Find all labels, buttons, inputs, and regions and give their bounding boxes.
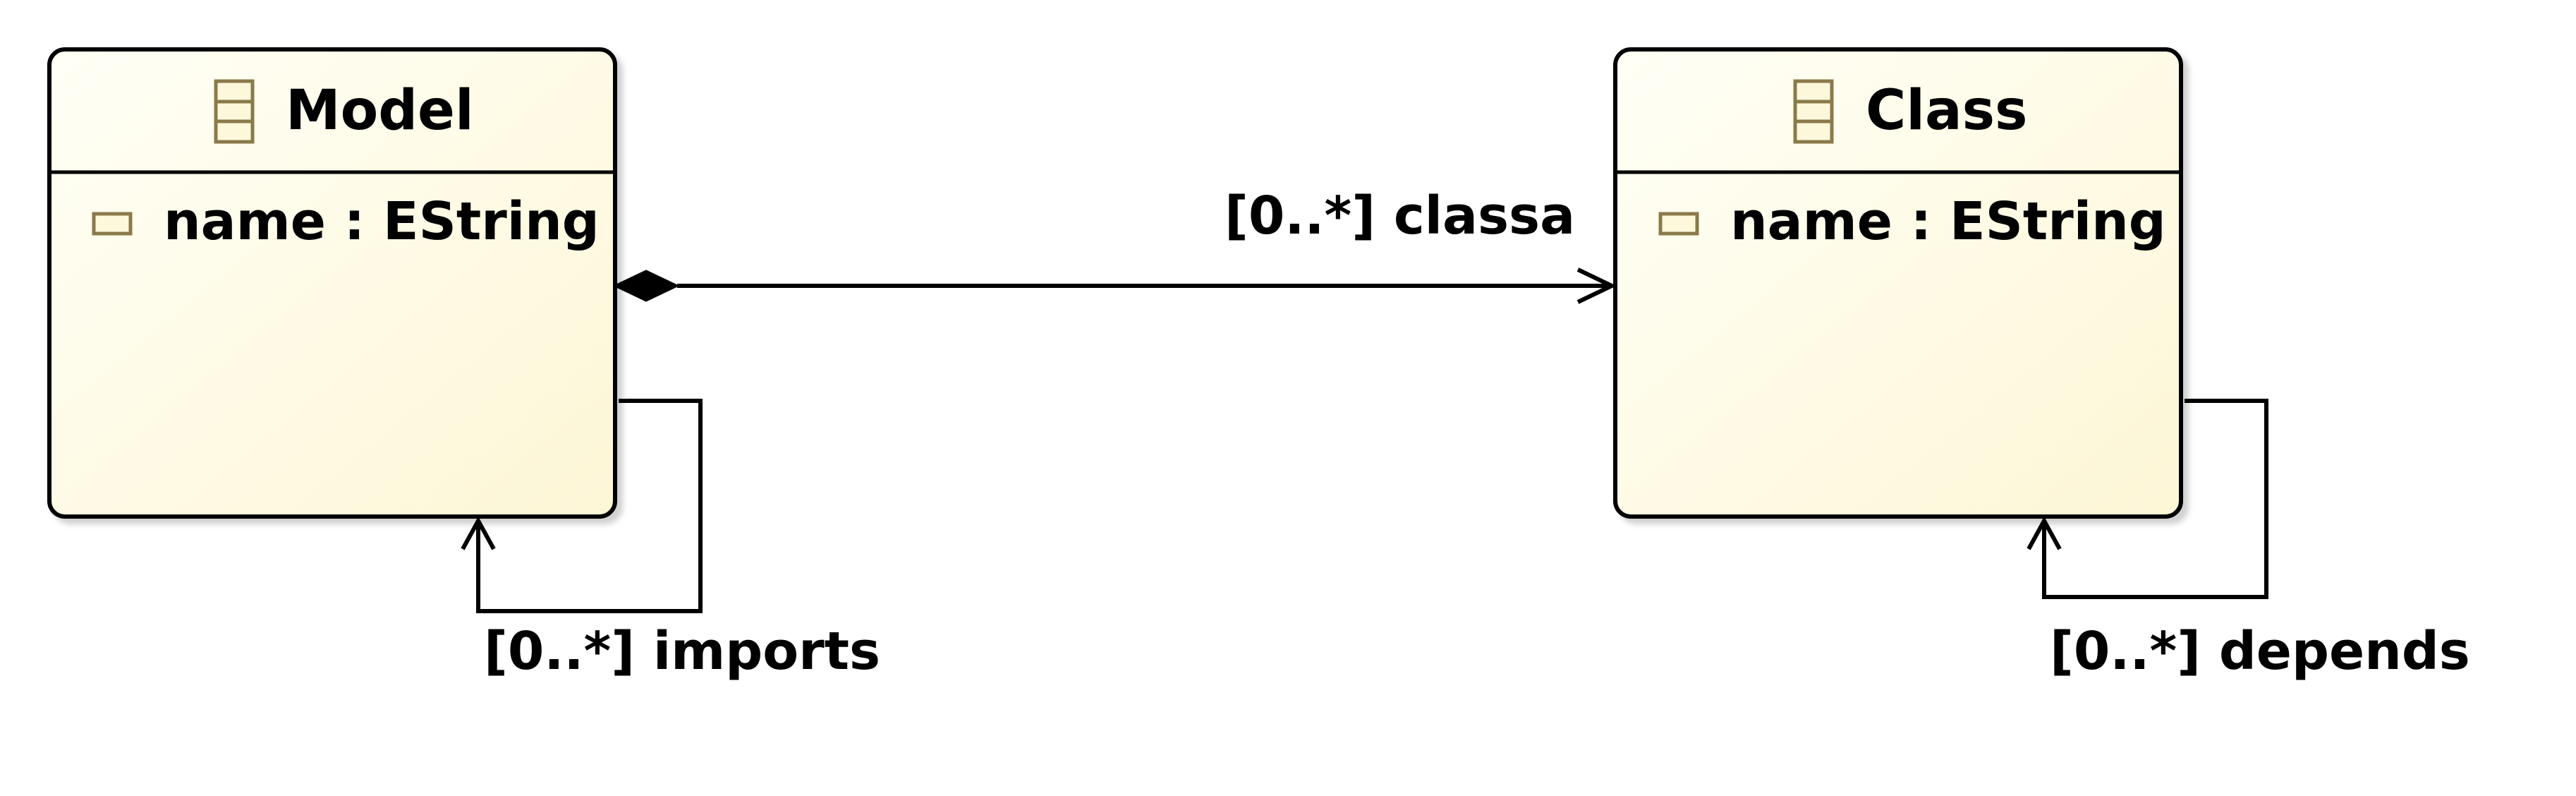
association-imports-line [476, 399, 703, 613]
association-depends-label: [0..*] depends [2050, 621, 2470, 682]
class-class[interactable]: Class name : EString [1613, 47, 2183, 519]
class-model-attribute: name : EString [164, 191, 600, 252]
eclass-icon [214, 79, 255, 144]
arrowhead-icon [461, 516, 496, 550]
association-classa[interactable]: [0..*] classa [612, 186, 1617, 304]
eattribute-icon [1658, 212, 1699, 236]
class-model-name: Model [286, 79, 474, 143]
arrowhead-icon [1576, 267, 1617, 304]
association-depends-line [2042, 399, 2268, 599]
eattribute-icon [92, 212, 133, 236]
association-depends[interactable]: [0..*] depends [2027, 399, 2470, 682]
class-class-name: Class [1866, 79, 2027, 143]
composition-diamond-icon [612, 270, 680, 302]
association-imports-label: [0..*] imports [484, 621, 880, 682]
association-classa-label: [0..*] classa [1225, 186, 1575, 246]
arrowhead-icon [2027, 516, 2062, 550]
class-model-box [47, 47, 617, 519]
eclass-icon [1793, 79, 1834, 144]
association-imports[interactable]: [0..*] imports [461, 399, 880, 682]
class-class-box [1613, 47, 2183, 519]
class-class-attribute: name : EString [1730, 191, 2166, 252]
class-model[interactable]: Model name : EString [47, 47, 617, 519]
